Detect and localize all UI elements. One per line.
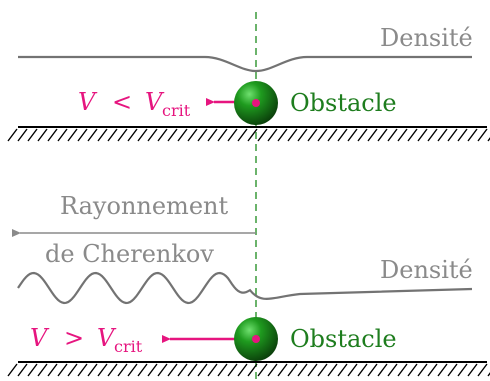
velocity-sub-bottom: crit xyxy=(114,337,143,356)
velocity-op-bottom: > xyxy=(64,324,84,352)
obstacle-center-dot-bottom xyxy=(252,335,260,343)
velocity-op-top: < xyxy=(112,88,132,116)
radiation-label-line1: Rayonnement xyxy=(60,192,228,220)
density-curve-top xyxy=(18,57,472,71)
density-label-top: Densité xyxy=(380,24,473,52)
velocity-var-top: V xyxy=(78,88,98,116)
velocity-label-top: V < V crit xyxy=(78,88,191,120)
velocity-var-bottom: V xyxy=(30,324,50,352)
velocity-label-bottom: V > V crit xyxy=(30,324,143,356)
ground-bottom xyxy=(8,362,490,376)
density-label-bottom: Densité xyxy=(380,256,473,284)
ground-top xyxy=(8,127,490,141)
obstacle-label-bottom: Obstacle xyxy=(290,325,397,353)
obstacle-center-dot-top xyxy=(252,99,260,107)
radiation-label-line2: de Cherenkov xyxy=(45,240,214,268)
obstacle-label-top: Obstacle xyxy=(290,89,397,117)
velocity-sub-top: crit xyxy=(162,101,191,120)
